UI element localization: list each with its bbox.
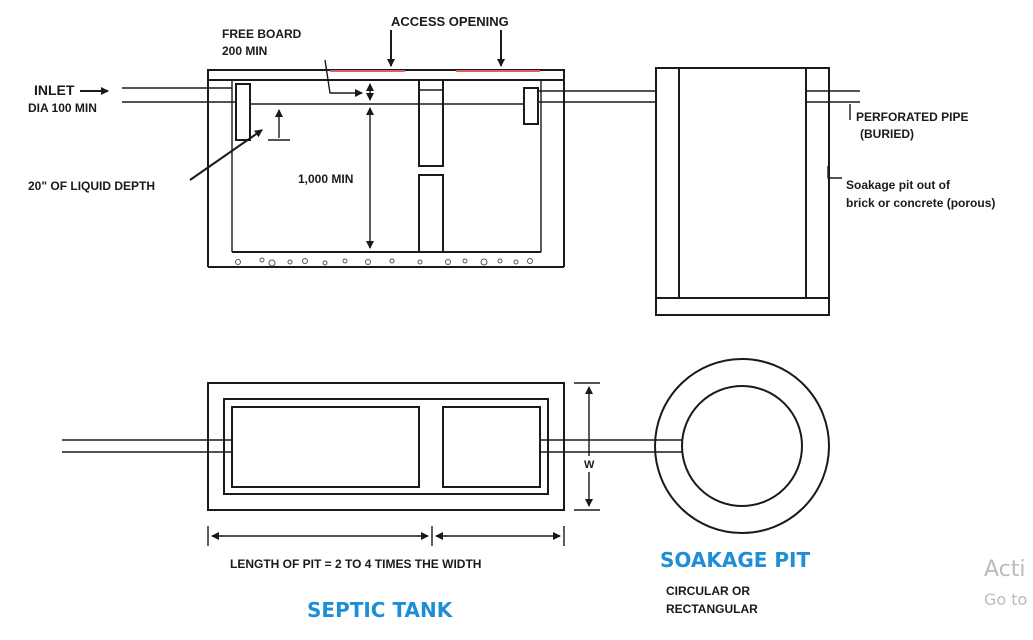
soakage-shape-line1: CIRCULAR OR xyxy=(666,584,750,598)
tank-plan-inner xyxy=(223,398,549,495)
soakage-shape-line2: RECTANGULAR xyxy=(666,602,758,616)
free-board-min-label: 200 MIN xyxy=(222,44,267,58)
soakage-pit-title: SOAKAGE PIT xyxy=(660,548,810,572)
soakage-pit-elevation: PERFORATED PIPE (BURIED) Soakage pit out… xyxy=(655,67,995,316)
tank-plan-outer xyxy=(207,382,565,511)
inlet-label: INLET xyxy=(34,82,75,98)
perforated-pipe-label: PERFORATED PIPE xyxy=(856,110,968,124)
free-board-leader xyxy=(324,59,363,97)
tank-plan: W LENGTH OF PIT = 2 TO 4 TIMES THE WIDTH… xyxy=(62,382,680,622)
soakage-pit-plan-inner-circle xyxy=(681,385,803,507)
soakage-pit-outer xyxy=(655,67,830,316)
soakage-pit-plan-outer-circle xyxy=(654,358,830,534)
inlet-diameter-label: DIA 100 MIN xyxy=(28,101,97,115)
outlet-tee xyxy=(523,87,539,125)
depth-min-label: 1,000 MIN xyxy=(298,172,353,186)
tank-elevation: ACCESS OPENING FREE BOARD 200 MIN INLET … xyxy=(28,14,656,268)
free-board-label: FREE BOARD xyxy=(222,27,302,41)
liquid-depth-leader xyxy=(189,129,263,181)
width-mark-label: W xyxy=(584,459,595,471)
tank-baffle-lower xyxy=(418,174,444,253)
liquid-depth-label: 20" OF LIQUID DEPTH xyxy=(28,179,155,193)
tank-plan-chamber-2 xyxy=(442,406,541,488)
watermark-line1: Acti xyxy=(984,557,1026,582)
perforated-pipe-buried-label: (BURIED) xyxy=(860,127,914,141)
length-note-label: LENGTH OF PIT = 2 TO 4 TIMES THE WIDTH xyxy=(230,557,481,571)
tank-baffle-upper xyxy=(418,79,444,167)
soakage-note-line2: brick or concrete (porous) xyxy=(846,196,995,210)
width-mark-bg xyxy=(580,456,598,472)
soakage-note-line1: Soakage pit out of xyxy=(846,178,951,192)
tank-gravel-bed xyxy=(235,257,533,267)
soakage-pit-plan: SOAKAGE PIT CIRCULAR OR RECTANGULAR xyxy=(654,358,830,616)
septic-tank-title: SEPTIC TANK xyxy=(307,598,454,622)
tank-plan-chamber-1 xyxy=(231,406,420,488)
soakage-note-leader xyxy=(827,166,842,179)
access-opening-label: ACCESS OPENING xyxy=(391,14,509,29)
inlet-tee xyxy=(235,83,251,141)
watermark-line2: Go to xyxy=(984,590,1027,609)
